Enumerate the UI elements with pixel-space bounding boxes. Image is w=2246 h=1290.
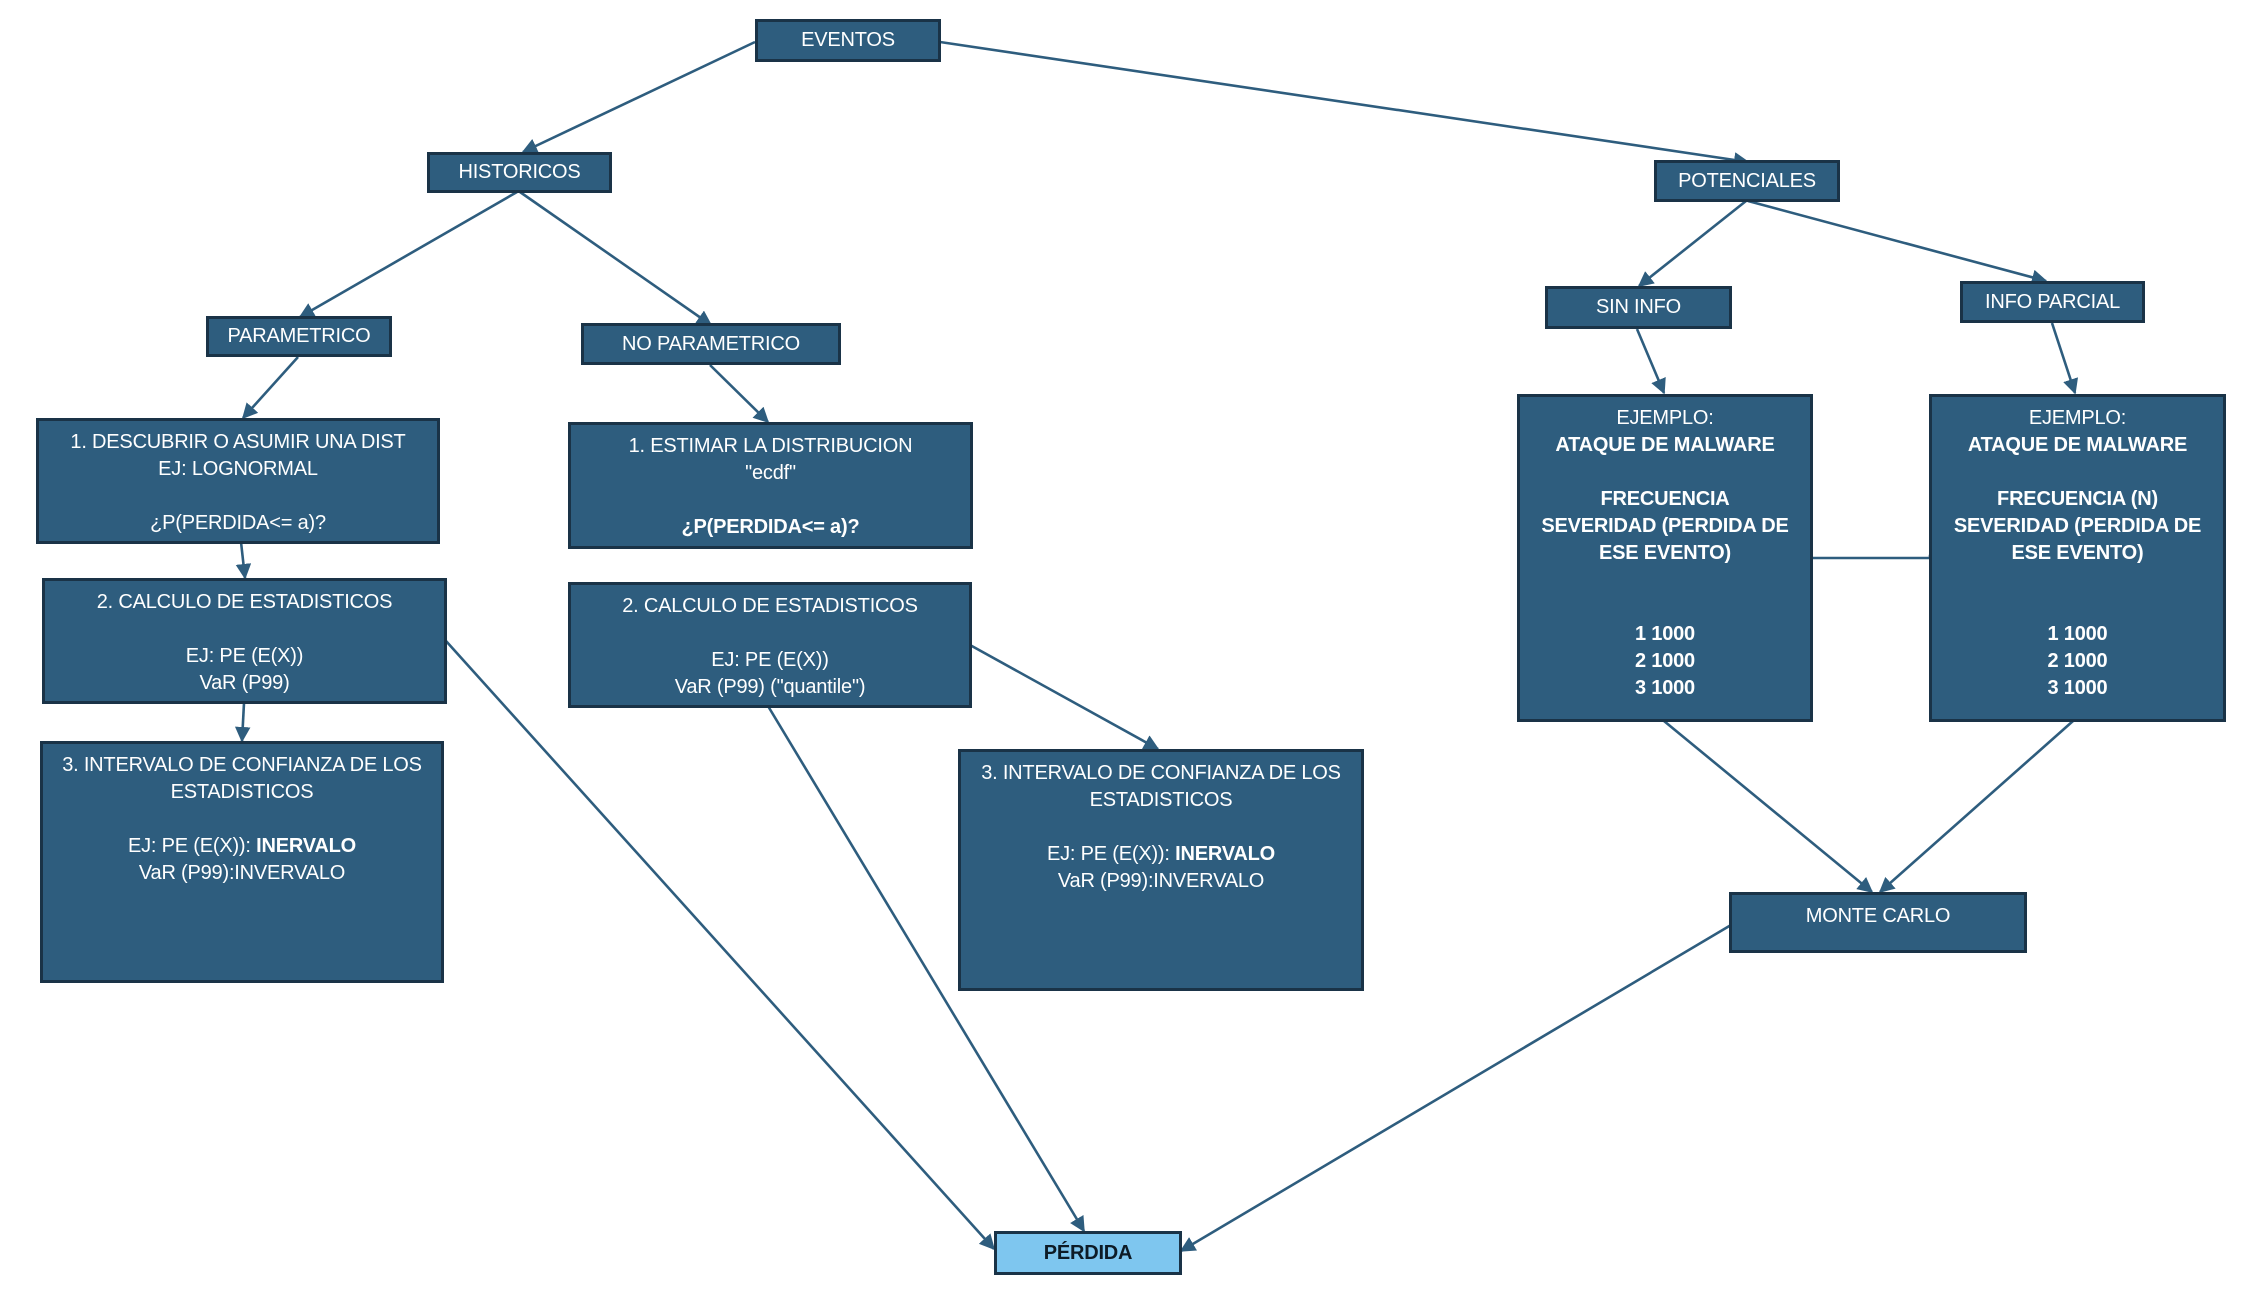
param-step2-node: 2. CALCULO DE ESTADISTICOS EJ: PE (E(X))…: [42, 578, 447, 704]
edge-montecarlo-perdida: [1179, 923, 1732, 1253]
historicos-node: HISTORICOS: [427, 152, 612, 193]
eventos-label: EVENTOS: [801, 29, 895, 51]
param-step1-line2: EJ: LOGNORMAL: [158, 458, 318, 480]
nonparam-step3-line2: ESTADISTICOS: [1089, 789, 1233, 811]
edge-parametrico-step1: [241, 356, 299, 420]
edge-historicos-noparametrico: [519, 190, 713, 327]
no-parametrico-node: NO PARAMETRICO: [581, 323, 841, 365]
param-step3-line1: 3. INTERVALO DE CONFIANZA DE LOS: [62, 754, 422, 776]
info-parcial-example-line4: SEVERIDAD (PERDIDA DE: [1953, 515, 2202, 537]
param-step2-line3: VaR (P99): [199, 672, 290, 694]
sin-info-example-spacer2: [1520, 567, 1810, 594]
edge-param-step2-perdida: [445, 640, 996, 1251]
nonparam-step1-spacer: [571, 487, 970, 514]
edge-historicos-parametrico: [298, 190, 518, 319]
edge-nonparam-step2-step3: [969, 643, 1160, 751]
nonparam-step2-line1: 2. CALCULO DE ESTADISTICOS: [622, 595, 918, 617]
nonparam-step2-line2: EJ: PE (E(X)): [711, 649, 829, 671]
edge-examples-connector: [1811, 554, 1932, 560]
nonparam-step1-line1: 1. ESTIMAR LA DISTRIBUCION: [628, 435, 913, 457]
historicos-label: HISTORICOS: [458, 161, 581, 183]
sin-info-example-line4: SEVERIDAD (PERDIDA DE: [1541, 515, 1789, 537]
info-parcial-example-line1: EJEMPLO:: [2028, 407, 2127, 429]
parametrico-label: PARAMETRICO: [227, 325, 371, 347]
nonparam-step3-line3-prefix: EJ: PE (E(X)):: [1046, 843, 1176, 865]
sin-info-label: SIN INFO: [1595, 296, 1682, 318]
param-step2-line1: 2. CALCULO DE ESTADISTICOS: [96, 591, 393, 613]
info-parcial-example-spacer2: [1932, 567, 2223, 594]
perdida-label: PÉRDIDA: [1043, 1241, 1133, 1264]
info-parcial-label: INFO PARCIAL: [1984, 290, 2121, 313]
nonparam-step3-line3-bold: INERVALO: [1175, 843, 1276, 865]
sin-info-node: SIN INFO: [1545, 286, 1732, 329]
edge-potenciales-sininfo: [1637, 199, 1747, 288]
info-parcial-example-spacer1: [1932, 459, 2223, 486]
sin-info-example-line1: EJEMPLO:: [1616, 407, 1714, 429]
param-step1-spacer: [39, 483, 437, 510]
param-step1-node: 1. DESCUBRIR O ASUMIR UNA DIST EJ: LOGNO…: [36, 418, 440, 544]
sin-info-example-row: 1 1000: [1635, 623, 1695, 645]
sin-info-example-spacer1: [1520, 459, 1810, 486]
nonparam-step1-line3: ¿P(PERDIDA<= a)?: [681, 516, 860, 538]
edge-param-step2-step3: [234, 702, 251, 743]
edge-sininfo-example-montecarlo: [1663, 719, 1874, 894]
sin-info-example-row: 2 1000: [1635, 650, 1695, 672]
monte-carlo-node: MONTE CARLO: [1729, 892, 2027, 953]
edge-infoparcial-example-montecarlo: [1878, 720, 2074, 894]
edge-nonparam-step2-perdida: [766, 705, 1086, 1233]
nonparam-step2-node: 2. CALCULO DE ESTADISTICOS EJ: PE (E(X))…: [568, 582, 972, 708]
edge-infoparcial-example: [2050, 322, 2079, 395]
nonparam-step3-spacer: [961, 814, 1361, 841]
sin-info-example-node: EJEMPLO: ATAQUE DE MALWARE FRECUENCIA SE…: [1517, 394, 1813, 722]
nonparam-step3-line4: VaR (P99):INVERVALO: [1057, 870, 1265, 892]
param-step3-line3: EJ: PE (E(X)): INERVALO: [43, 833, 441, 860]
monte-carlo-label: MONTE CARLO: [1805, 905, 1951, 927]
nonparam-step2-line3: VaR (P99) ("quantile"): [674, 676, 866, 698]
info-parcial-example-line5: ESE EVENTO): [2011, 542, 2144, 564]
no-parametrico-label: NO PARAMETRICO: [622, 332, 800, 355]
param-step2-line2: EJ: PE (E(X)): [185, 645, 304, 667]
nonparam-step3-line1: 3. INTERVALO DE CONFIANZA DE LOS: [981, 762, 1341, 784]
nonparam-step3-line3: EJ: PE (E(X)): INERVALO: [961, 841, 1361, 868]
param-step3-line3-prefix: EJ: PE (E(X)):: [127, 835, 257, 857]
perdida-node: PÉRDIDA: [994, 1231, 1182, 1275]
sin-info-example-line5: ESE EVENTO): [1599, 542, 1731, 564]
edge-param-step1-step2: [235, 541, 252, 580]
edge-noparametrico-step1: [709, 364, 770, 424]
sin-info-example-spacer3: [1520, 594, 1810, 621]
nonparam-step1-line2: "ecdf": [745, 462, 796, 484]
info-parcial-node: INFO PARCIAL: [1960, 281, 2145, 323]
param-step1-line1: 1. DESCUBRIR O ASUMIR UNA DIST: [70, 431, 406, 453]
eventos-node: EVENTOS: [755, 19, 941, 62]
info-parcial-example-spacer3: [1932, 594, 2223, 621]
info-parcial-example-row: 2 1000: [2047, 650, 2108, 672]
nonparam-step3-node: 3. INTERVALO DE CONFIANZA DE LOS ESTADIS…: [958, 749, 1364, 991]
nonparam-step2-spacer: [571, 620, 969, 647]
sin-info-example-line2: ATAQUE DE MALWARE: [1555, 434, 1775, 456]
param-step3-line2: ESTADISTICOS: [170, 781, 314, 803]
nonparam-step1-node: 1. ESTIMAR LA DISTRIBUCION "ecdf" ¿P(PER…: [568, 422, 973, 549]
param-step1-line3: ¿P(PERDIDA<= a)?: [150, 512, 326, 534]
info-parcial-example-line3: FRECUENCIA (N): [1997, 488, 2158, 510]
param-step3-line4: VaR (P99):INVERVALO: [138, 862, 346, 884]
param-step2-spacer: [45, 616, 444, 643]
info-parcial-example-line2: ATAQUE DE MALWARE: [1967, 434, 2188, 456]
param-step3-node: 3. INTERVALO DE CONFIANZA DE LOS ESTADIS…: [40, 741, 444, 983]
edge-potenciales-infoparcial: [1747, 199, 2048, 285]
sin-info-example-row: 3 1000: [1635, 677, 1695, 699]
info-parcial-example-node: EJEMPLO: ATAQUE DE MALWARE FRECUENCIA (N…: [1929, 394, 2226, 722]
edge-eventos-potenciales: [939, 40, 1750, 168]
edge-eventos-historicos: [521, 40, 756, 154]
parametrico-node: PARAMETRICO: [206, 316, 392, 357]
sin-info-example-line3: FRECUENCIA: [1600, 488, 1730, 510]
potenciales-label: POTENCIALES: [1678, 169, 1816, 192]
info-parcial-example-row: 3 1000: [2047, 677, 2108, 699]
edge-sininfo-example: [1635, 328, 1666, 395]
potenciales-node: POTENCIALES: [1654, 160, 1840, 202]
info-parcial-example-row: 1 1000: [2047, 623, 2108, 645]
param-step3-spacer: [43, 806, 441, 833]
param-step3-line3-bold: INERVALO: [256, 835, 357, 857]
